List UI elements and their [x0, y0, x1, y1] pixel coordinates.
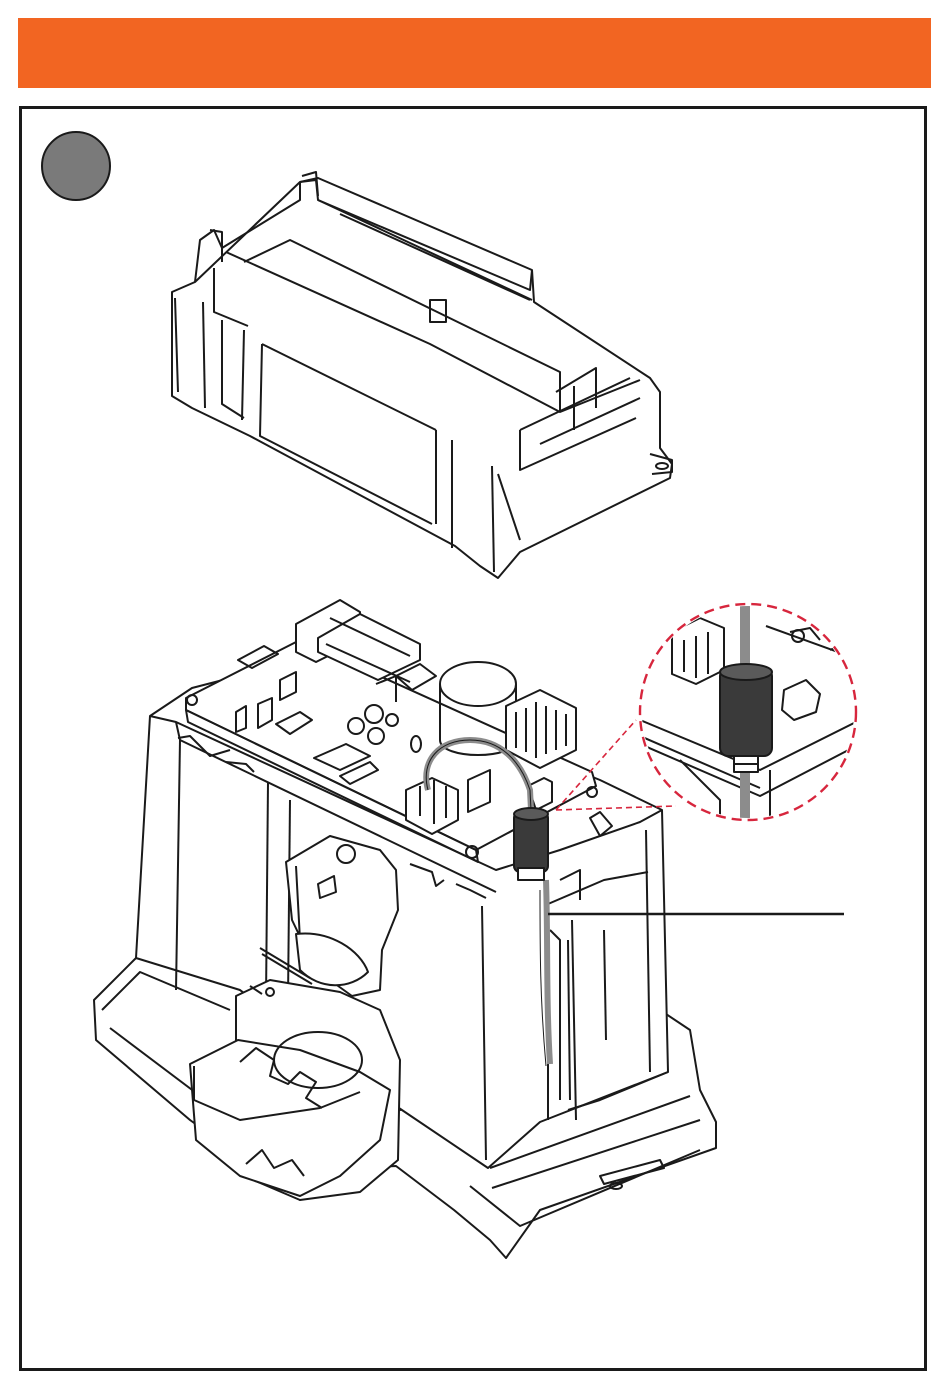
housing-cover-illustration [172, 172, 672, 578]
magnified-detail-callout [640, 590, 860, 840]
motor-unit-with-control-board-illustration [94, 600, 716, 1258]
